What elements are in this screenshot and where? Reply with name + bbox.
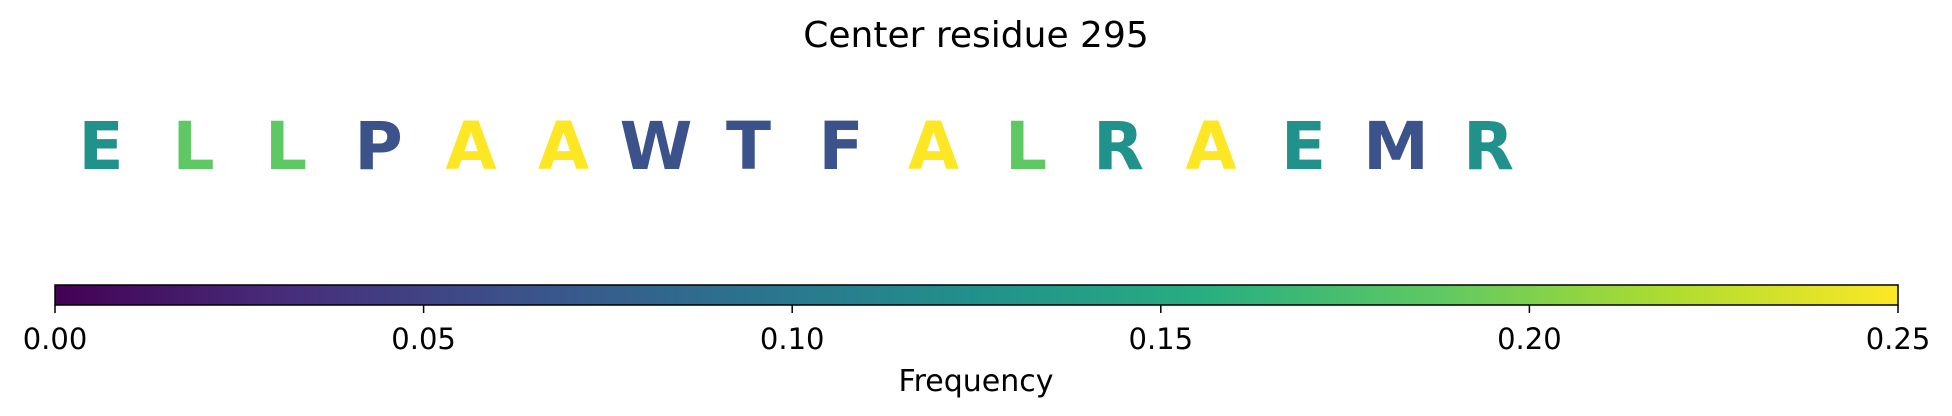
- residue-letter: P: [354, 108, 402, 185]
- chart-title: Center residue 295: [803, 15, 1149, 56]
- colorbar: [54, 284, 1899, 306]
- residue-letter: A: [445, 108, 496, 185]
- residue-letter: W: [620, 108, 693, 185]
- colorbar-tick-label: 0.00: [23, 322, 88, 356]
- residue-letter: R: [1093, 108, 1144, 185]
- residue-letter: A: [1185, 108, 1236, 185]
- colorbar-tick-label: 0.20: [1497, 322, 1562, 356]
- residue-letter: A: [538, 108, 589, 185]
- residue-letter: E: [78, 108, 123, 185]
- residue-letter: T: [726, 108, 771, 185]
- residue-letter: F: [818, 108, 863, 185]
- colorbar-tick-label: 0.05: [391, 322, 456, 356]
- colorbar-label: Frequency: [899, 364, 1054, 399]
- residue-letter: A: [908, 108, 959, 185]
- residue-letter: M: [1363, 108, 1429, 185]
- residue-letter: R: [1463, 108, 1514, 185]
- residue-letter: L: [1005, 108, 1047, 185]
- colorbar-tick-label: 0.15: [1129, 322, 1194, 356]
- residue-letter: L: [172, 108, 214, 185]
- colorbar-ticks: 0.00 0.05 0.10 0.15 0.20 0.25: [23, 305, 1931, 356]
- colorbar-tick-label: 0.25: [1866, 322, 1931, 356]
- residue-letter: E: [1281, 108, 1326, 185]
- colorbar-tick-label: 0.10: [760, 322, 825, 356]
- residue-letter: L: [265, 108, 307, 185]
